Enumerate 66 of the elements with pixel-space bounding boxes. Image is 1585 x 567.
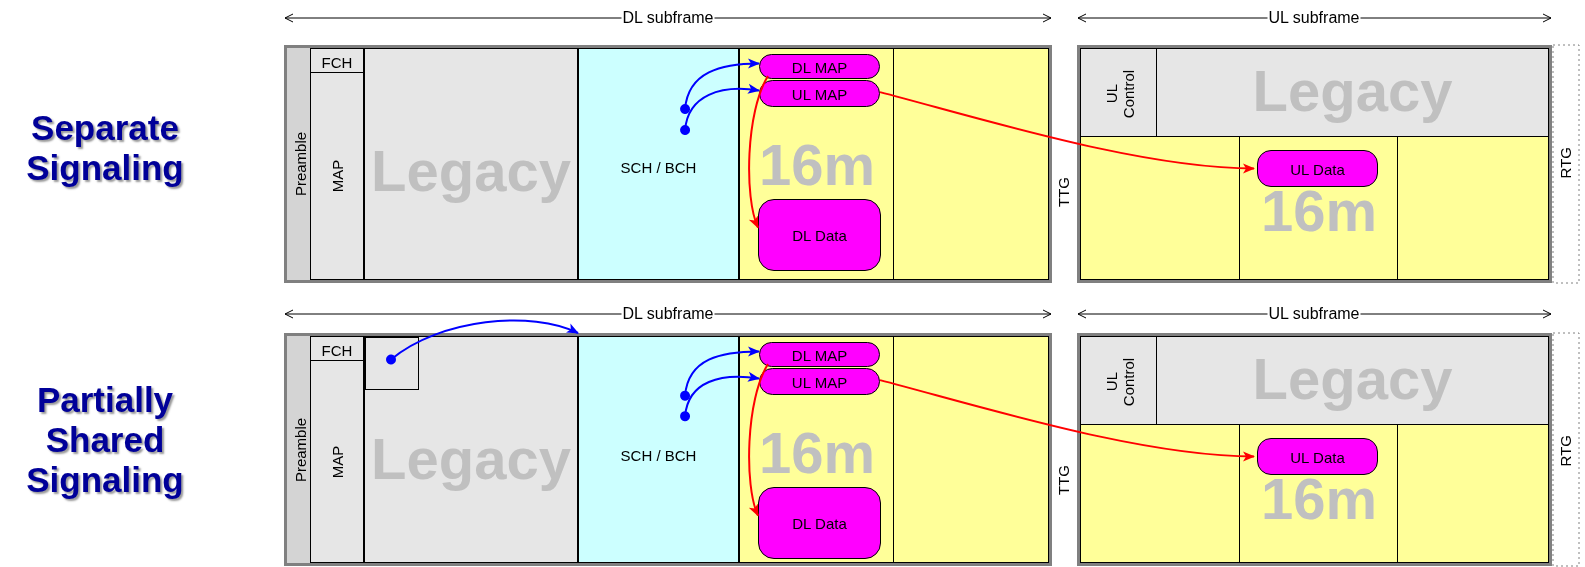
map-pill <box>759 54 880 79</box>
arrow <box>879 379 1255 462</box>
control-label: UL Control <box>1102 357 1137 406</box>
arrow <box>680 346 760 401</box>
ul-frame <box>1077 45 1552 283</box>
data-block <box>758 199 881 271</box>
block-label: DL MAP <box>791 58 848 75</box>
preamble-label: Preamble <box>291 131 308 197</box>
legacy-region <box>364 336 578 563</box>
map-band <box>310 72 364 280</box>
map-pill <box>759 368 880 395</box>
preamble-label: Preamble <box>291 417 308 482</box>
region-watermark-label: 16m <box>1260 465 1378 532</box>
row-heading: Separate Signaling <box>25 108 185 188</box>
data-pill <box>1257 438 1378 475</box>
arrow <box>680 58 760 114</box>
ul-frame <box>1077 333 1552 566</box>
ul-control-field <box>1080 48 1159 139</box>
16m-region <box>739 336 1049 563</box>
legacy-region <box>1156 336 1549 427</box>
channel-label: SCH / BCH <box>620 159 697 176</box>
legacy-region <box>364 48 578 280</box>
legacy-region <box>1156 48 1549 139</box>
block-label: UL Data <box>1290 448 1345 465</box>
block-label: FCH <box>321 53 353 70</box>
region-watermark-label: 16m <box>758 419 876 486</box>
corner-box <box>365 337 419 390</box>
data-block <box>758 487 881 559</box>
map-pill <box>759 80 880 107</box>
sch-bch-region <box>578 336 739 563</box>
block-label: FCH <box>321 341 353 358</box>
block-label: UL MAP <box>791 373 848 390</box>
control-label: UL Control <box>1102 69 1137 118</box>
map-label: MAP <box>328 445 346 478</box>
map-label: MAP <box>328 159 346 193</box>
sch-bch-region <box>578 48 739 280</box>
arrow <box>680 372 760 422</box>
arrow <box>680 84 760 135</box>
dl-frame <box>284 45 1052 283</box>
16m-region <box>739 48 1049 280</box>
data-pill <box>1257 150 1378 187</box>
row-heading: Partially Shared Signaling <box>25 380 185 500</box>
block-label: UL Data <box>1290 160 1345 177</box>
gap-label: TTG <box>1055 177 1072 207</box>
region-watermark-label: 16m <box>1260 177 1378 244</box>
preamble-band <box>287 336 313 563</box>
block-label: DL MAP <box>791 346 848 363</box>
channel-label: SCH / BCH <box>620 447 697 464</box>
16m-region <box>1080 424 1549 563</box>
gap-label: RTG <box>1557 147 1574 179</box>
gap-label: TTG <box>1055 465 1072 495</box>
arrow <box>748 75 769 229</box>
region-watermark-label: 16m <box>758 131 876 198</box>
16m-region <box>1080 136 1549 280</box>
arrow <box>386 319 579 365</box>
map-pill <box>759 342 880 367</box>
ul-control-field <box>1080 336 1159 427</box>
gap-label: RTG <box>1557 435 1574 467</box>
preamble-band <box>287 48 313 280</box>
block-label: DL Data <box>792 226 847 244</box>
block-label: UL MAP <box>791 85 848 102</box>
map-band <box>310 360 364 563</box>
block-label: DL Data <box>792 514 847 532</box>
arrow <box>879 91 1255 174</box>
arrow <box>748 363 769 517</box>
dl-frame <box>284 333 1052 566</box>
